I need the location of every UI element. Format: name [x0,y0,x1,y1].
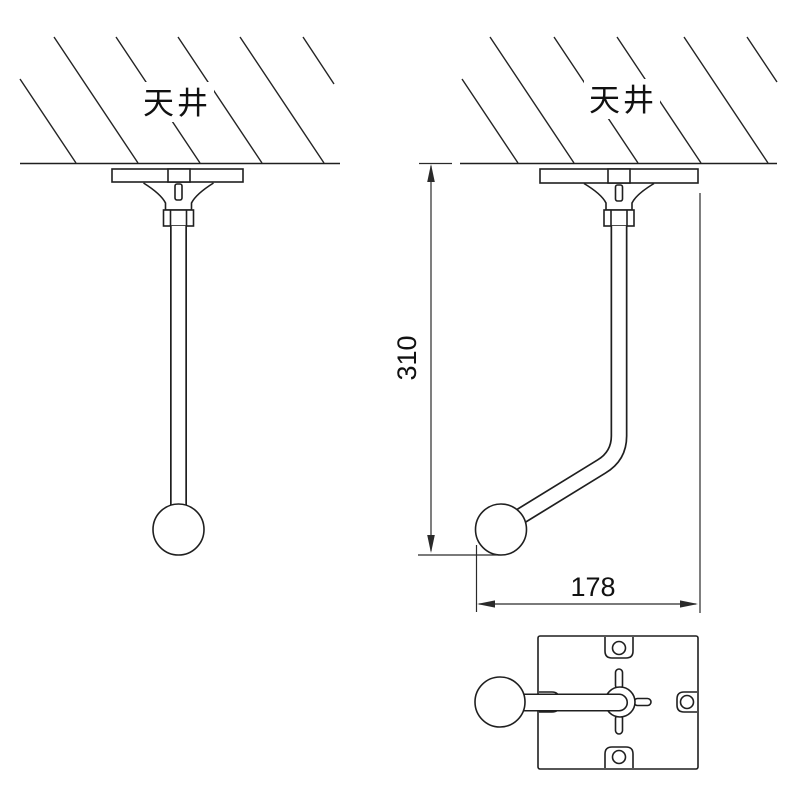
top-handle-bar [499,693,628,712]
ceiling-label-right-bg [584,79,660,119]
top-view [474,635,699,770]
front-hex-nut [162,209,195,227]
top-cross-arm-down [614,714,624,735]
top-screw-hole-top [611,640,627,656]
front-slot [174,183,183,201]
dim310-arrow-down [427,535,435,553]
ceiling-label-right: 天井 [589,83,657,118]
side-bell-right-curve [631,182,655,210]
front-bell-right-curve [190,182,214,210]
top-screw-hole-bottom [611,749,627,765]
side-stem-fill [508,226,626,528]
side-boss [607,168,631,184]
top-ball [474,676,526,728]
front-boss [167,168,191,183]
dimension-178: 178 [475,193,701,613]
dim178-text: 178 [570,572,615,602]
ceiling-label-left: 天井 [143,86,211,121]
dimension-310: 310 [392,162,497,556]
front-ball [152,503,205,556]
side-view: 天井 [460,36,778,556]
side-ball [474,503,528,556]
top-cross-arm-up [614,668,624,690]
side-stem-outline [507,226,628,529]
top-screw-hole-right [679,694,695,710]
front-view: 天井 [19,36,340,556]
dim310-arrow-up [427,164,435,182]
side-hanger [474,168,699,556]
side-hex-nut [603,209,635,227]
ceiling-label-left-bg [138,82,214,122]
dim178-arrow-right [680,600,698,608]
side-bell-left-curve [583,182,607,210]
side-slot [614,184,624,202]
dim310-text: 310 [392,335,422,380]
top-cross-arm-right [633,697,652,707]
front-hanger [111,168,244,556]
front-bell-left-curve [143,182,167,210]
dim178-arrow-left [477,600,495,608]
